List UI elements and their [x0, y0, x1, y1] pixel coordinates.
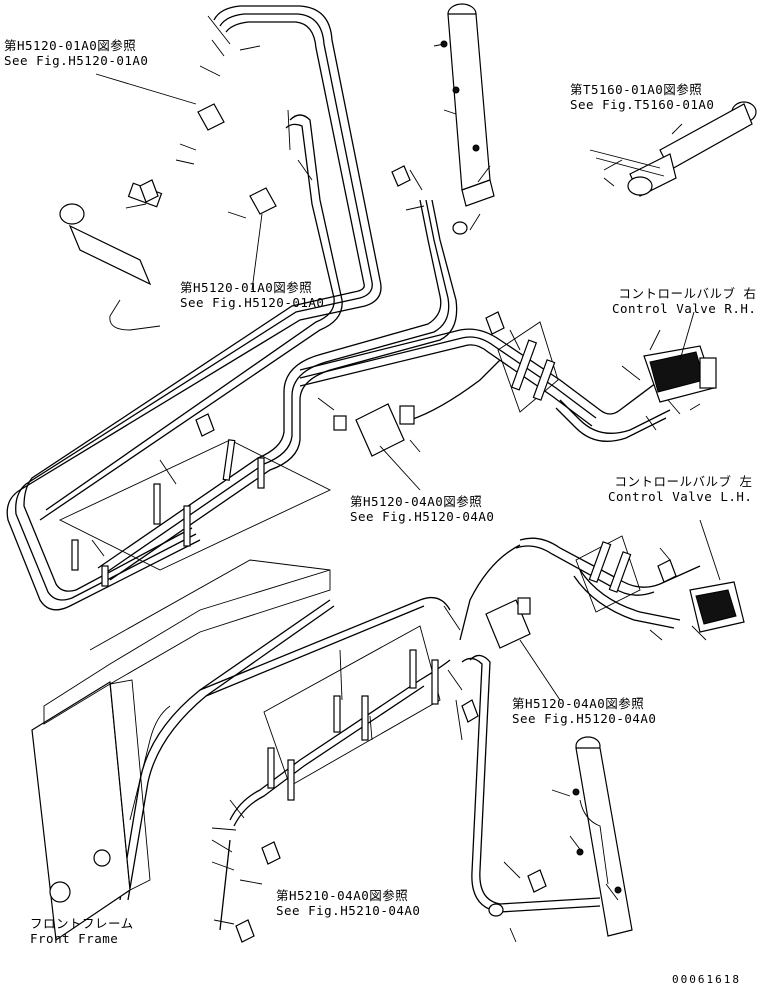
callout-en: See Fig.H5120-04A0: [512, 711, 657, 726]
callout-en: Control Valve R.H.: [612, 301, 757, 316]
callout-h5210-04a0: 第H5210-04A0図参照 See Fig.H5210-04A0: [276, 888, 420, 918]
control-valve-rh: [643, 345, 717, 403]
callout-jp: 第H5120-01A0図参照: [4, 38, 137, 53]
valve-block-mid: [333, 403, 415, 457]
drawing-number: 00061618: [672, 973, 741, 986]
callout-jp: 第H5120-04A0図参照: [512, 696, 645, 711]
inner-hose-loop: [39, 114, 343, 521]
front-frame: [31, 559, 331, 942]
lines-to-control-valve-rh: [299, 328, 671, 442]
part-callout-ticks: [91, 15, 707, 943]
cylinder-t5160: [589, 101, 757, 197]
callout-h5120-01a0-mid: 第H5120-01A0図参照 See Fig.H5120-01A0: [180, 280, 324, 310]
callout-jp: 第H5120-01A0図参照: [180, 280, 313, 295]
callout-jp: 第H5210-04A0図参照: [276, 888, 409, 903]
callout-en: See Fig.H5210-04A0: [276, 903, 421, 918]
front-frame-lines: [119, 596, 451, 931]
callout-h5120-04a0-mid: 第H5120-04A0図参照 See Fig.H5120-04A0: [350, 494, 494, 524]
callout-en: See Fig.T5160-01A0: [570, 97, 715, 112]
valve-block-top: [197, 103, 277, 215]
valve-block-low: [485, 597, 531, 649]
cylinder-left: [59, 182, 163, 331]
cylinder-top: [440, 3, 495, 207]
control-valve-lh: [689, 581, 745, 633]
outer-hose-loop: [6, 5, 382, 611]
callout-en: See Fig.H5120-01A0: [180, 295, 325, 310]
callout-en: Control Valve L.H.: [608, 489, 753, 504]
leader-lines: [95, 73, 721, 885]
callout-front-frame: フロントフレーム Front Frame: [30, 916, 134, 946]
callout-jp: 第H5120-04A0図参照: [350, 494, 483, 509]
callout-jp: コントロールバルブ 左: [614, 474, 753, 489]
callout-control-valve-rh: コントロールバルブ 右 Control Valve R.H.: [612, 286, 756, 316]
callout-h5120-04a0-low: 第H5120-04A0図参照 See Fig.H5120-04A0: [512, 696, 656, 726]
callout-t5160-01a0: 第T5160-01A0図参照 See Fig.T5160-01A0: [570, 82, 714, 112]
callout-h5120-01a0-top: 第H5120-01A0図参照 See Fig.H5120-01A0: [4, 38, 148, 68]
callout-jp: 第T5160-01A0図参照: [570, 82, 703, 97]
bolts: [139, 165, 677, 943]
callout-jp: フロントフレーム: [30, 916, 134, 931]
callout-en: See Fig.H5120-04A0: [350, 509, 495, 524]
lower-loop-hose: [461, 654, 601, 913]
hose-clamps: [71, 339, 632, 801]
callout-en: Front Frame: [30, 931, 119, 946]
mounting-plates: [58, 321, 641, 787]
callout-control-valve-lh: コントロールバルブ 左 Control Valve L.H.: [608, 474, 752, 504]
cylinder-bottom: [572, 736, 633, 937]
callout-en: See Fig.H5120-01A0: [4, 53, 149, 68]
callout-jp: コントロールバルブ 右: [618, 286, 757, 301]
